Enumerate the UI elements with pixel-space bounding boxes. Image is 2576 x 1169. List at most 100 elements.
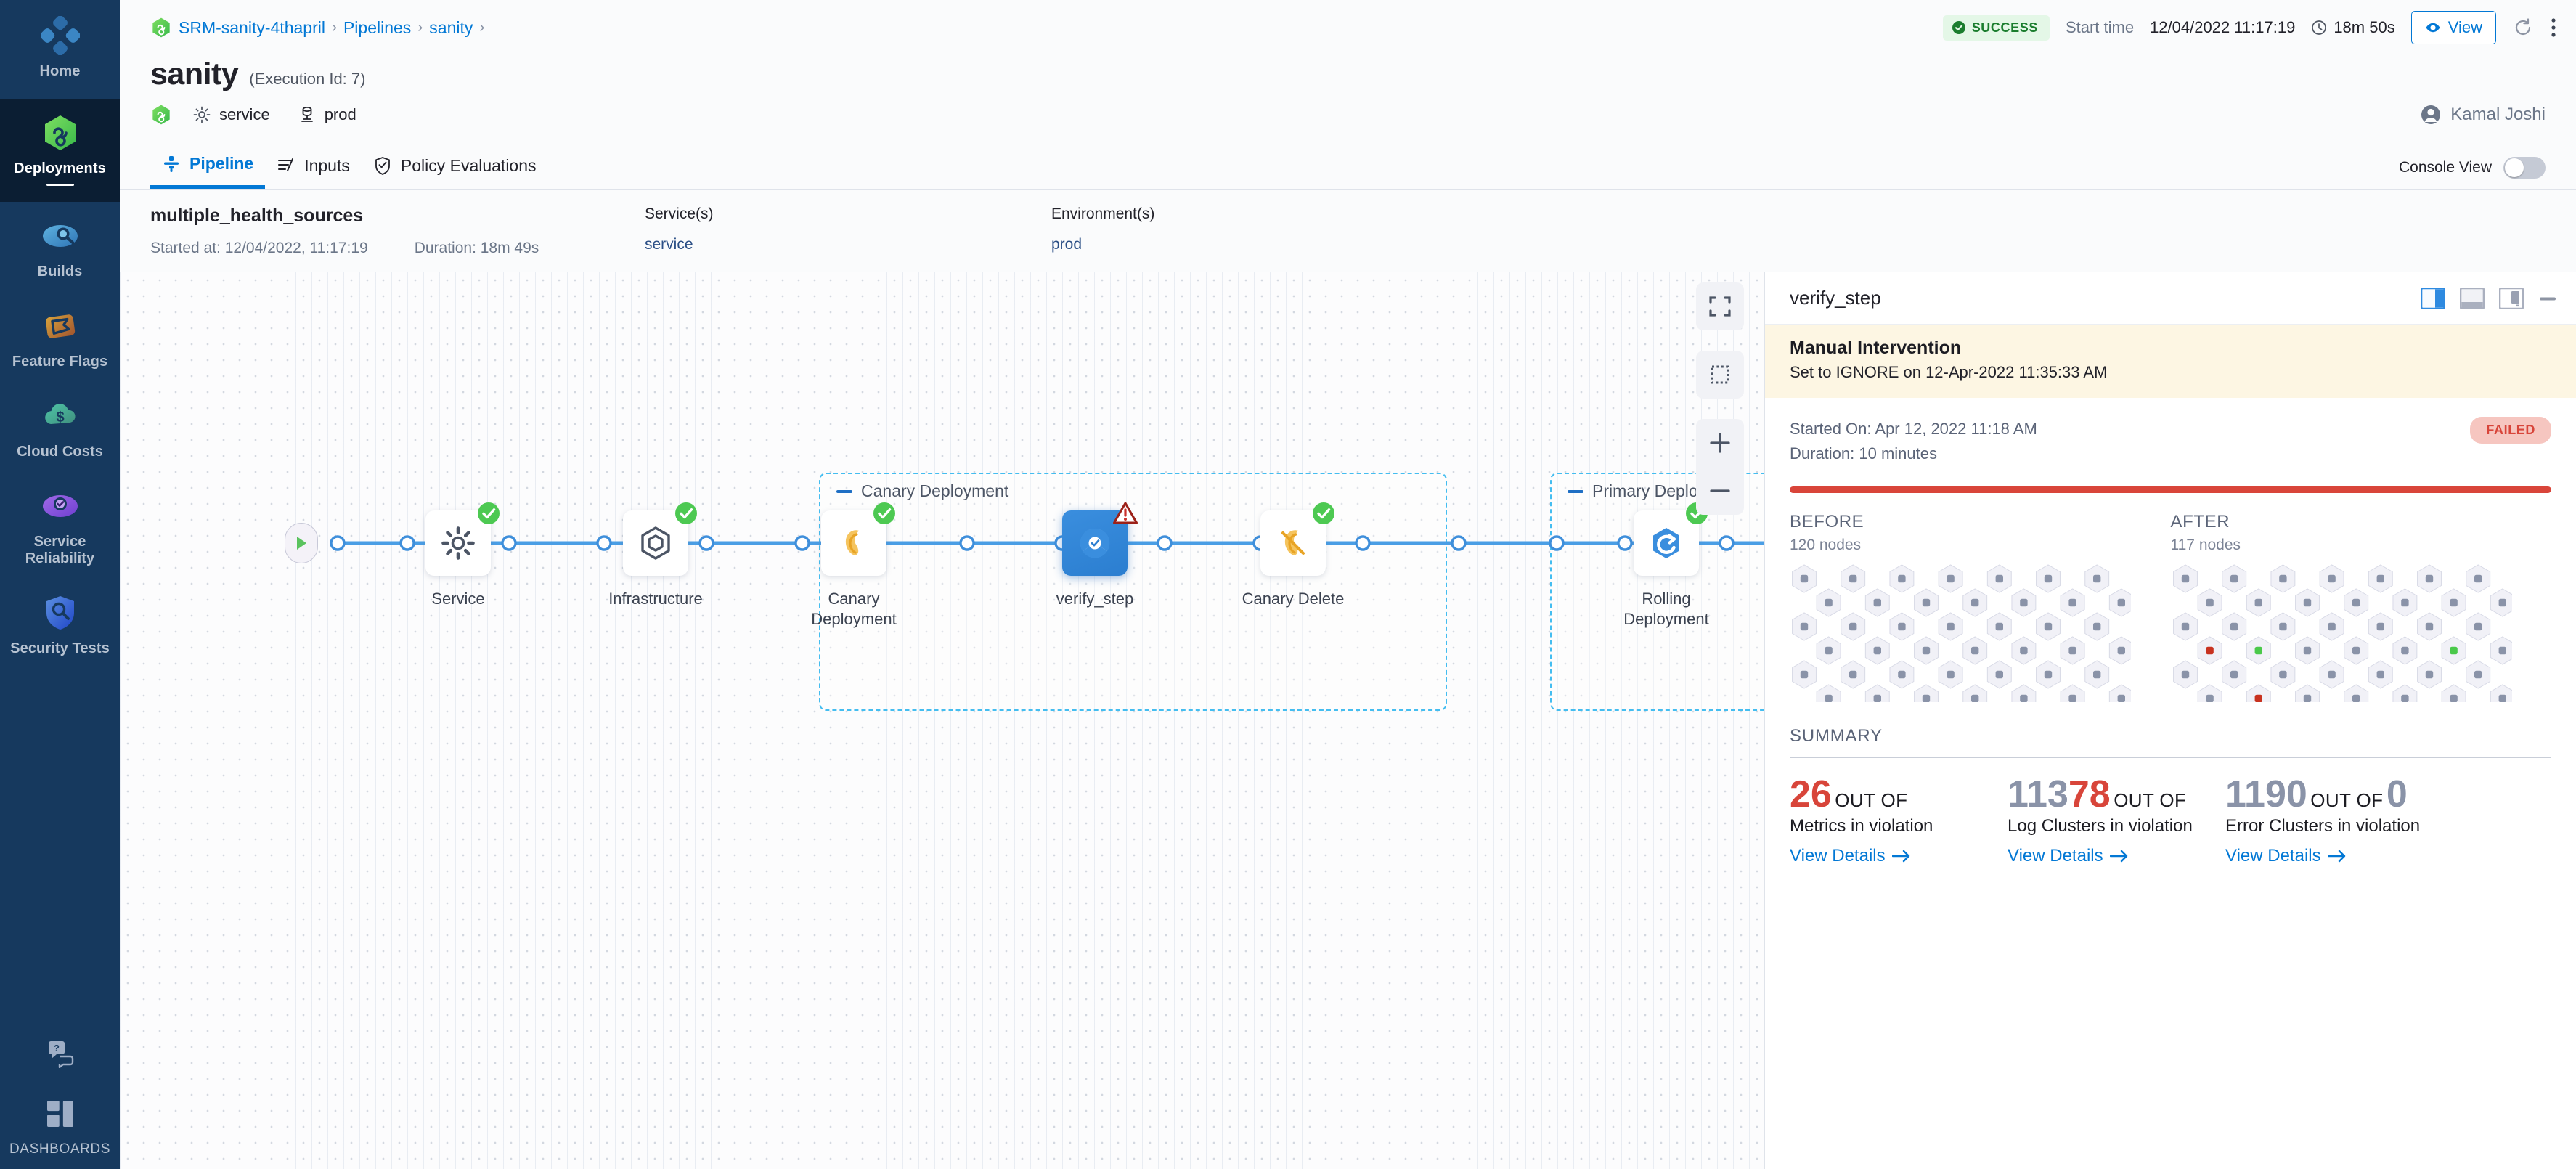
breadcrumb-item-pipelines[interactable]: Pipelines	[343, 17, 412, 37]
pipeline-start-node[interactable]	[285, 523, 318, 563]
tab-label: Inputs	[304, 155, 350, 175]
node-box[interactable]	[1260, 502, 1334, 576]
fit-to-screen-icon[interactable]	[1696, 282, 1744, 330]
sidebar-item-home[interactable]: Home	[0, 0, 120, 99]
execution-duration: Duration: 18m 49s	[414, 240, 539, 256]
warning-badge-icon	[1113, 502, 1138, 524]
before-hex-grid[interactable]	[1790, 564, 2134, 713]
after-nodes: 117 nodes	[2170, 537, 2241, 554]
node-box[interactable]	[821, 502, 895, 576]
manual-intervention-subtitle: Set to IGNORE on 12-Apr-2022 11:35:33 AM	[1790, 363, 2108, 381]
page-title: sanity	[150, 57, 239, 91]
status-badge-label: SUCCESS	[1971, 20, 2038, 35]
view-button[interactable]: View	[2410, 11, 2496, 44]
tab-label: Policy Evaluations	[400, 155, 537, 175]
infrastructure-hex-icon	[641, 526, 670, 560]
sidebar-item-service-reliability[interactable]: Service Reliability	[0, 472, 120, 579]
project-icon	[152, 17, 170, 38]
sidebar-item-deployments[interactable]: Deployments	[0, 99, 120, 202]
execution-summary-bar: multiple_health_sources Started at: 12/0…	[120, 190, 2576, 272]
node-label: Infrastructure	[608, 590, 703, 608]
sidebar-item-label: Deployments	[14, 160, 106, 176]
help-chat-icon: ?	[48, 1041, 73, 1069]
tab-label: Pipeline	[189, 154, 254, 173]
node-service[interactable]: Service	[396, 502, 520, 609]
success-badge-icon	[1313, 502, 1334, 524]
execution-meta: Started at: 12/04/2022, 11:17:19 Duratio…	[150, 240, 600, 257]
view-details-link[interactable]: View Details	[1790, 846, 1911, 866]
group-canary-deployment[interactable]: Canary Deployment	[819, 473, 1447, 711]
tab-policy-evaluations[interactable]: Policy Evaluations	[362, 139, 548, 189]
stat-description: Metrics in violation	[1790, 816, 1933, 836]
services-value[interactable]: service	[645, 236, 693, 253]
cloud-costs-icon: $	[44, 404, 76, 425]
sidebar-item-dashboards[interactable]: DASHBOARDS	[0, 1080, 120, 1169]
node-label: verify_step	[1056, 590, 1134, 608]
view-details-link[interactable]: View Details	[2225, 846, 2347, 866]
sidebar-item-cloud-costs[interactable]: $ Cloud Costs	[0, 382, 120, 472]
panel-bottom-icon[interactable]	[2460, 287, 2485, 309]
zoom-out-icon[interactable]	[1696, 467, 1744, 515]
arrow-right-icon	[2327, 850, 2345, 863]
node-box[interactable]	[623, 502, 697, 576]
stat-description: Error Clusters in violation	[2225, 816, 2421, 836]
zoom-in-icon[interactable]	[1696, 419, 1744, 467]
node-canary-delete[interactable]: Canary Delete	[1231, 502, 1355, 609]
minimize-icon[interactable]	[2538, 288, 2557, 309]
sidebar-item-help[interactable]: ?	[0, 1023, 120, 1080]
top-bar: SRM-sanity-4thapril › Pipelines › sanity…	[120, 0, 2576, 55]
refresh-icon[interactable]	[2512, 17, 2534, 38]
pipeline-canvas[interactable]: Canary Deployment Primary Deploy...	[120, 272, 1764, 1169]
left-sidebar: Home Deployments Builds	[0, 0, 120, 1169]
sidebar-item-builds[interactable]: Builds	[0, 202, 120, 292]
console-view-toggle[interactable]	[2503, 157, 2546, 179]
environments-value[interactable]: prod	[1051, 236, 1083, 253]
canvas-toolbar	[1696, 282, 1744, 515]
svg-text:$: $	[56, 410, 64, 425]
start-time-label: Start time	[2065, 18, 2135, 36]
chevron-right-icon: ›	[417, 19, 423, 36]
stat-head: 11378 OUT OF	[2008, 775, 2212, 813]
avatar	[2421, 105, 2441, 124]
node-verify-step[interactable]: verify_step	[1033, 502, 1157, 609]
group-collapse-icon[interactable]	[836, 489, 852, 493]
sidebar-item-security-tests[interactable]: Security Tests	[0, 579, 120, 669]
builds-icon	[42, 225, 78, 247]
panel-float-icon[interactable]	[2499, 287, 2524, 309]
breadcrumb-item-project[interactable]: SRM-sanity-4thapril	[179, 17, 325, 37]
stat-out-of: OUT OF	[2310, 789, 2384, 812]
group-collapse-icon[interactable]	[1568, 489, 1583, 493]
failed-status-badge: FAILED	[2470, 417, 2551, 444]
dashboards-icon	[46, 1101, 73, 1128]
after-hex-grid[interactable]	[2171, 564, 2515, 713]
status-badge: SUCCESS	[1942, 15, 2050, 41]
sidebar-item-label: Home	[39, 63, 81, 79]
breadcrumb-item-sanity[interactable]: sanity	[429, 17, 473, 37]
node-label: Service	[431, 590, 485, 608]
environment-icon	[301, 107, 313, 122]
node-box[interactable]	[1634, 502, 1708, 576]
title-bar: sanity (Execution Id: 7)	[120, 55, 2576, 139]
view-details-link[interactable]: View Details	[2008, 846, 2129, 866]
duration-value: 18m 50s	[2334, 18, 2395, 36]
node-box[interactable]	[425, 502, 500, 576]
node-box[interactable]	[1062, 502, 1138, 576]
sidebar-item-feature-flags[interactable]: Feature Flags	[0, 292, 120, 382]
run-meta: Started On: Apr 12, 2022 11:18 AM Durati…	[1790, 417, 2037, 466]
sidebar-item-label: Builds	[37, 264, 83, 280]
node-infrastructure[interactable]: Infrastructure	[594, 502, 717, 609]
stat-value: 11378	[2008, 773, 2111, 816]
manual-intervention-banner: Manual Intervention Set to IGNORE on 12-…	[1765, 325, 2576, 398]
tab-inputs[interactable]: Inputs	[265, 139, 362, 189]
tab-pipeline[interactable]: Pipeline	[150, 139, 266, 189]
selection-box-icon[interactable]	[1696, 351, 1744, 399]
summary-title: SUMMARY	[1790, 726, 1883, 746]
node-rolling-deployment[interactable]: Rolling Deployment	[1605, 502, 1728, 630]
user-menu[interactable]: Kamal Joshi	[2420, 104, 2546, 126]
home-icon	[40, 16, 80, 55]
more-vertical-icon[interactable]	[2550, 17, 2557, 38]
node-canary-deployment[interactable]: Canary Deployment	[792, 502, 916, 630]
execution-id: (Execution Id: 7)	[249, 70, 366, 88]
console-view-label: Console View	[2398, 159, 2492, 176]
panel-right-icon[interactable]	[2421, 287, 2445, 309]
